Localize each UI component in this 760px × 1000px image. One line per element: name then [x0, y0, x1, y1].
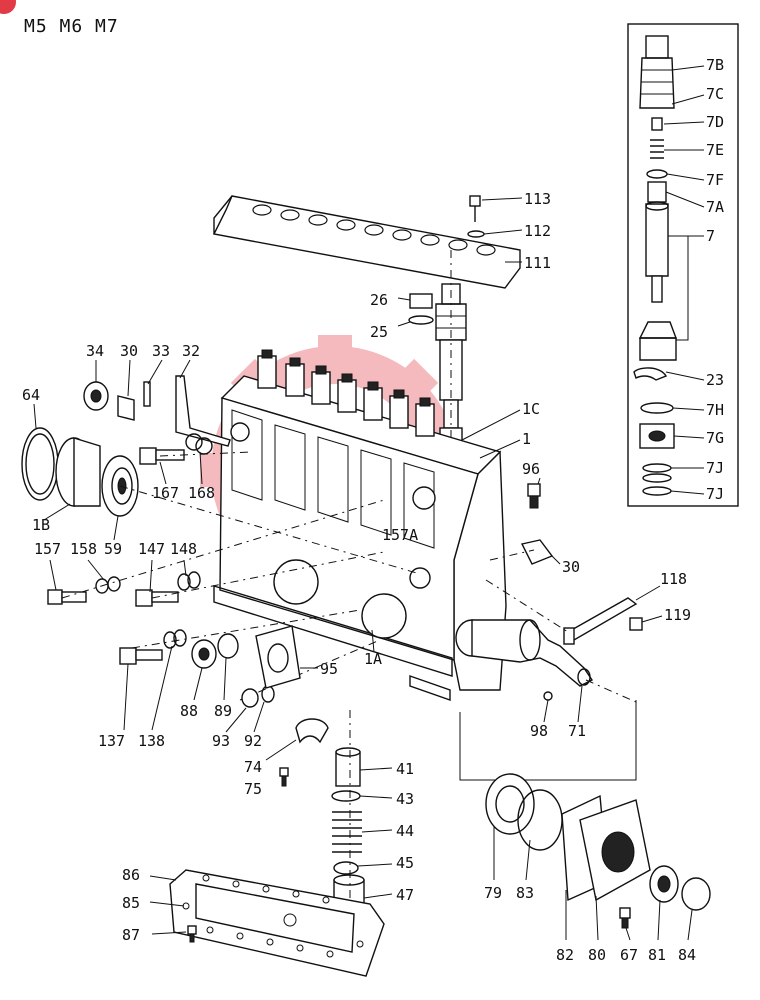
- callout-74: 74: [244, 758, 262, 776]
- callout-84: 84: [678, 946, 696, 964]
- callout-7c: 7C: [706, 85, 724, 103]
- callout-71: 71: [568, 722, 586, 740]
- callout-1b: 1B: [32, 516, 50, 534]
- callout-1: 1: [522, 430, 531, 448]
- callout-34: 34: [86, 342, 104, 360]
- callout-44: 44: [396, 822, 414, 840]
- governor-parts-34-30-33-32: [83, 375, 231, 447]
- part-74-screw-75: [265, 718, 329, 787]
- bolt-157-washers-158: [47, 576, 121, 605]
- callout-80: 80: [588, 946, 606, 964]
- callout-88: 88: [180, 702, 198, 720]
- part-30-right: [520, 539, 561, 565]
- panel-callouts: 7B 7C 7D 7E 7F 7A 7 23 7H 7G 7J 7J: [706, 56, 724, 503]
- callout-86: 86: [122, 866, 140, 884]
- callout-7b: 7B: [706, 56, 724, 74]
- callout-85: 85: [122, 894, 140, 912]
- pump-housing: [213, 349, 507, 701]
- callout-64: 64: [22, 386, 40, 404]
- callout-118: 118: [660, 570, 687, 588]
- gasket-95: [255, 625, 318, 689]
- callout-25: 25: [370, 323, 388, 341]
- callout-82: 82: [556, 946, 574, 964]
- callout-7g: 7G: [706, 429, 724, 447]
- callout-23: 23: [706, 371, 724, 389]
- bearing-cover-group: [485, 773, 711, 941]
- callout-147: 147: [138, 540, 165, 558]
- callout-92: 92: [244, 732, 262, 750]
- plate-118-bolt-119: [563, 585, 663, 645]
- callout-111: 111: [524, 254, 551, 272]
- callout-167: 167: [152, 484, 179, 502]
- leader-1c: [461, 409, 521, 441]
- callout-33: 33: [152, 342, 170, 360]
- callout-157: 157: [34, 540, 61, 558]
- model-header: M5 M6 M7: [24, 16, 119, 37]
- callout-7d: 7D: [706, 113, 724, 131]
- callout-137: 137: [98, 732, 125, 750]
- callout-67: 67: [620, 946, 638, 964]
- callout-7f: 7F: [706, 171, 724, 189]
- corner-badge: [0, 0, 16, 14]
- leader-1: [479, 439, 521, 459]
- callout-47: 47: [396, 886, 414, 904]
- callout-157a: 157A: [382, 526, 418, 544]
- callout-7e: 7E: [706, 141, 724, 159]
- bolt-137-washers-138: [119, 629, 187, 665]
- callout-148: 148: [170, 540, 197, 558]
- callout-83: 83: [516, 884, 534, 902]
- screw-87: [151, 925, 197, 943]
- callout-7h: 7H: [706, 401, 724, 419]
- callout-158: 158: [70, 540, 97, 558]
- camshaft-71: [455, 619, 594, 687]
- callout-81: 81: [648, 946, 666, 964]
- callout-138: 138: [138, 732, 165, 750]
- callout-43: 43: [396, 790, 414, 808]
- delivery-valve-panel: [627, 23, 739, 507]
- callout-30-left: 30: [120, 342, 138, 360]
- callout-98: 98: [530, 722, 548, 740]
- callout-75: 75: [244, 780, 262, 798]
- callout-41: 41: [396, 760, 414, 778]
- callout-113: 113: [524, 190, 551, 208]
- callout-26: 26: [370, 291, 388, 309]
- callout-119: 119: [664, 606, 691, 624]
- callout-labels: 113 112 111 26 25 34 30 33 32 64 1C 1 96…: [22, 190, 696, 964]
- callout-59: 59: [104, 540, 122, 558]
- left-leaders: [33, 359, 583, 733]
- oil-pan-gasket-85-86: [149, 869, 385, 977]
- callout-7a: 7A: [706, 198, 724, 216]
- callout-7j-upper: 7J: [706, 459, 724, 477]
- callout-112: 112: [524, 222, 551, 240]
- callout-168: 168: [188, 484, 215, 502]
- callout-89: 89: [214, 702, 232, 720]
- bolt-96: [527, 477, 541, 509]
- callout-1c: 1C: [522, 400, 540, 418]
- callout-96: 96: [522, 460, 540, 478]
- callout-30-right: 30: [562, 558, 580, 576]
- cover-plate-111: [212, 195, 521, 289]
- plug-88-gasket-89-nut-93-washer-92: [191, 633, 275, 708]
- screw-113-washer-112: [467, 195, 523, 263]
- bearing-group: [21, 427, 139, 517]
- callout-79: 79: [484, 884, 502, 902]
- pin-98: [543, 691, 553, 701]
- callout-95: 95: [320, 660, 338, 678]
- callout-1a: 1A: [364, 650, 382, 668]
- axis-line: [585, 679, 637, 703]
- bracket-79: [459, 700, 637, 781]
- callout-45: 45: [396, 854, 414, 872]
- callout-7: 7: [706, 227, 715, 245]
- callout-32: 32: [182, 342, 200, 360]
- bolt-167-washers-168: [139, 433, 213, 465]
- callout-7j-lower: 7J: [706, 485, 724, 503]
- callout-93: 93: [212, 732, 230, 750]
- callout-87: 87: [122, 926, 140, 944]
- bolt-147-washers-148: [135, 571, 201, 607]
